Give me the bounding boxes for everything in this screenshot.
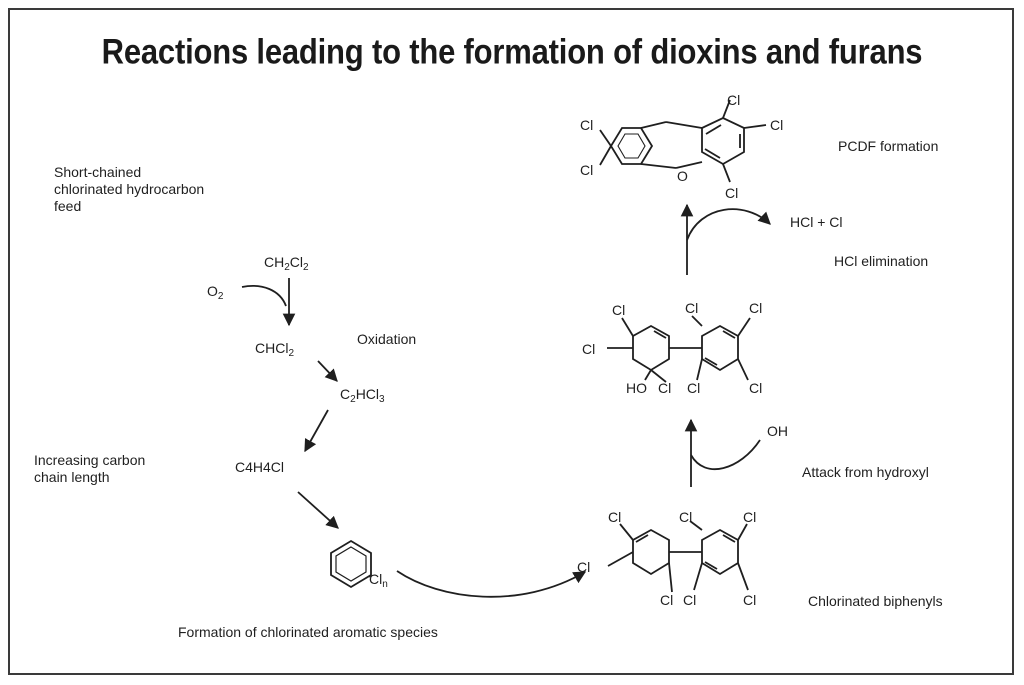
chain-length-label-line1: Increasing carbon <box>34 452 146 468</box>
biphenyl-cl-5: Cl <box>660 592 673 608</box>
o2-formula: O2 <box>207 283 224 302</box>
ch2cl2-formula: CH2Cl2 <box>264 254 309 273</box>
hydroxylated-cl-1: Cl <box>612 302 625 318</box>
hcl-cl-product-formula: HCl + Cl <box>790 214 843 230</box>
diagram-title: Reactions leading to the formation of di… <box>101 31 923 72</box>
atom-labels: Cl Cl Cl Cl Cl O Cl Cl Cl Cl HO Cl Cl Cl… <box>577 92 783 608</box>
c4h4cl-formula: C4H4Cl <box>235 459 285 475</box>
feed-label-line1: Short-chained <box>54 164 142 180</box>
chcl2-formula: CHCl2 <box>255 340 295 359</box>
c2hcl3-formula: C2HCl3 <box>340 386 385 405</box>
biphenyl-cl-3: Cl <box>743 509 756 525</box>
hydroxylated-biphenyl-structure <box>607 315 751 383</box>
chlorinated-biphenyls-label: Chlorinated biphenyls <box>808 593 943 609</box>
cln-formula: Cln <box>369 571 388 590</box>
diagram-frame <box>8 8 1014 675</box>
hcl-elimination-label: HCl elimination <box>834 253 929 269</box>
feed-label-line3: feed <box>54 198 82 214</box>
pcdf-cl-3: Cl <box>770 117 783 133</box>
hydroxylated-ho: HO <box>626 380 647 396</box>
arrow-aromatic-to-biphenyl <box>396 570 587 598</box>
hydroxylated-cl-4: Cl <box>582 341 595 357</box>
oxygen-curved-arrow <box>241 285 287 307</box>
hydroxylated-cl-2: Cl <box>685 300 698 316</box>
chlorinated-biphenyl-structure <box>607 520 749 593</box>
pcdf-oxygen: O <box>677 168 688 184</box>
hydroxylated-cl-6: Cl <box>687 380 700 396</box>
hydroxyl-curved-arrow <box>690 439 761 471</box>
hcl-elimination-curved-arrow <box>686 208 771 241</box>
hydroxylated-cl-7: Cl <box>749 380 762 396</box>
biphenyl-cl-4: Cl <box>577 559 590 575</box>
biphenyl-cl-7: Cl <box>743 592 756 608</box>
biphenyl-cl-6: Cl <box>683 592 696 608</box>
chain-length-label-line2: chain length <box>34 469 110 485</box>
pcdf-cl-2: Cl <box>580 117 593 133</box>
feed-label-line2: chlorinated hydrocarbon <box>54 181 205 197</box>
aromatic-formation-label: Formation of chlorinated aromatic specie… <box>178 624 438 640</box>
arrow-c2hcl3-to-c4h4cl <box>304 409 329 453</box>
biphenyl-cl-2: Cl <box>679 509 692 525</box>
hydroxyl-oh-formula: OH <box>767 423 788 439</box>
arrow-c4h4cl-to-aromatic <box>297 491 339 529</box>
pcdf-structure <box>599 99 767 183</box>
pcdf-cl-4: Cl <box>580 162 593 178</box>
hydroxylated-cl-3: Cl <box>749 300 762 316</box>
arrow-chcl2-to-c2hcl3 <box>317 360 338 382</box>
oxidation-label: Oxidation <box>357 331 417 347</box>
biphenyl-cl-1: Cl <box>608 509 621 525</box>
pcdf-formation-label: PCDF formation <box>838 138 939 154</box>
hydroxylated-cl-5: Cl <box>658 380 671 396</box>
chlorinated-aromatic-ring <box>330 539 372 589</box>
pcdf-cl-1: Cl <box>727 92 740 108</box>
pcdf-cl-5: Cl <box>725 185 738 201</box>
hydroxyl-attack-label: Attack from hydroxyl <box>802 464 929 480</box>
